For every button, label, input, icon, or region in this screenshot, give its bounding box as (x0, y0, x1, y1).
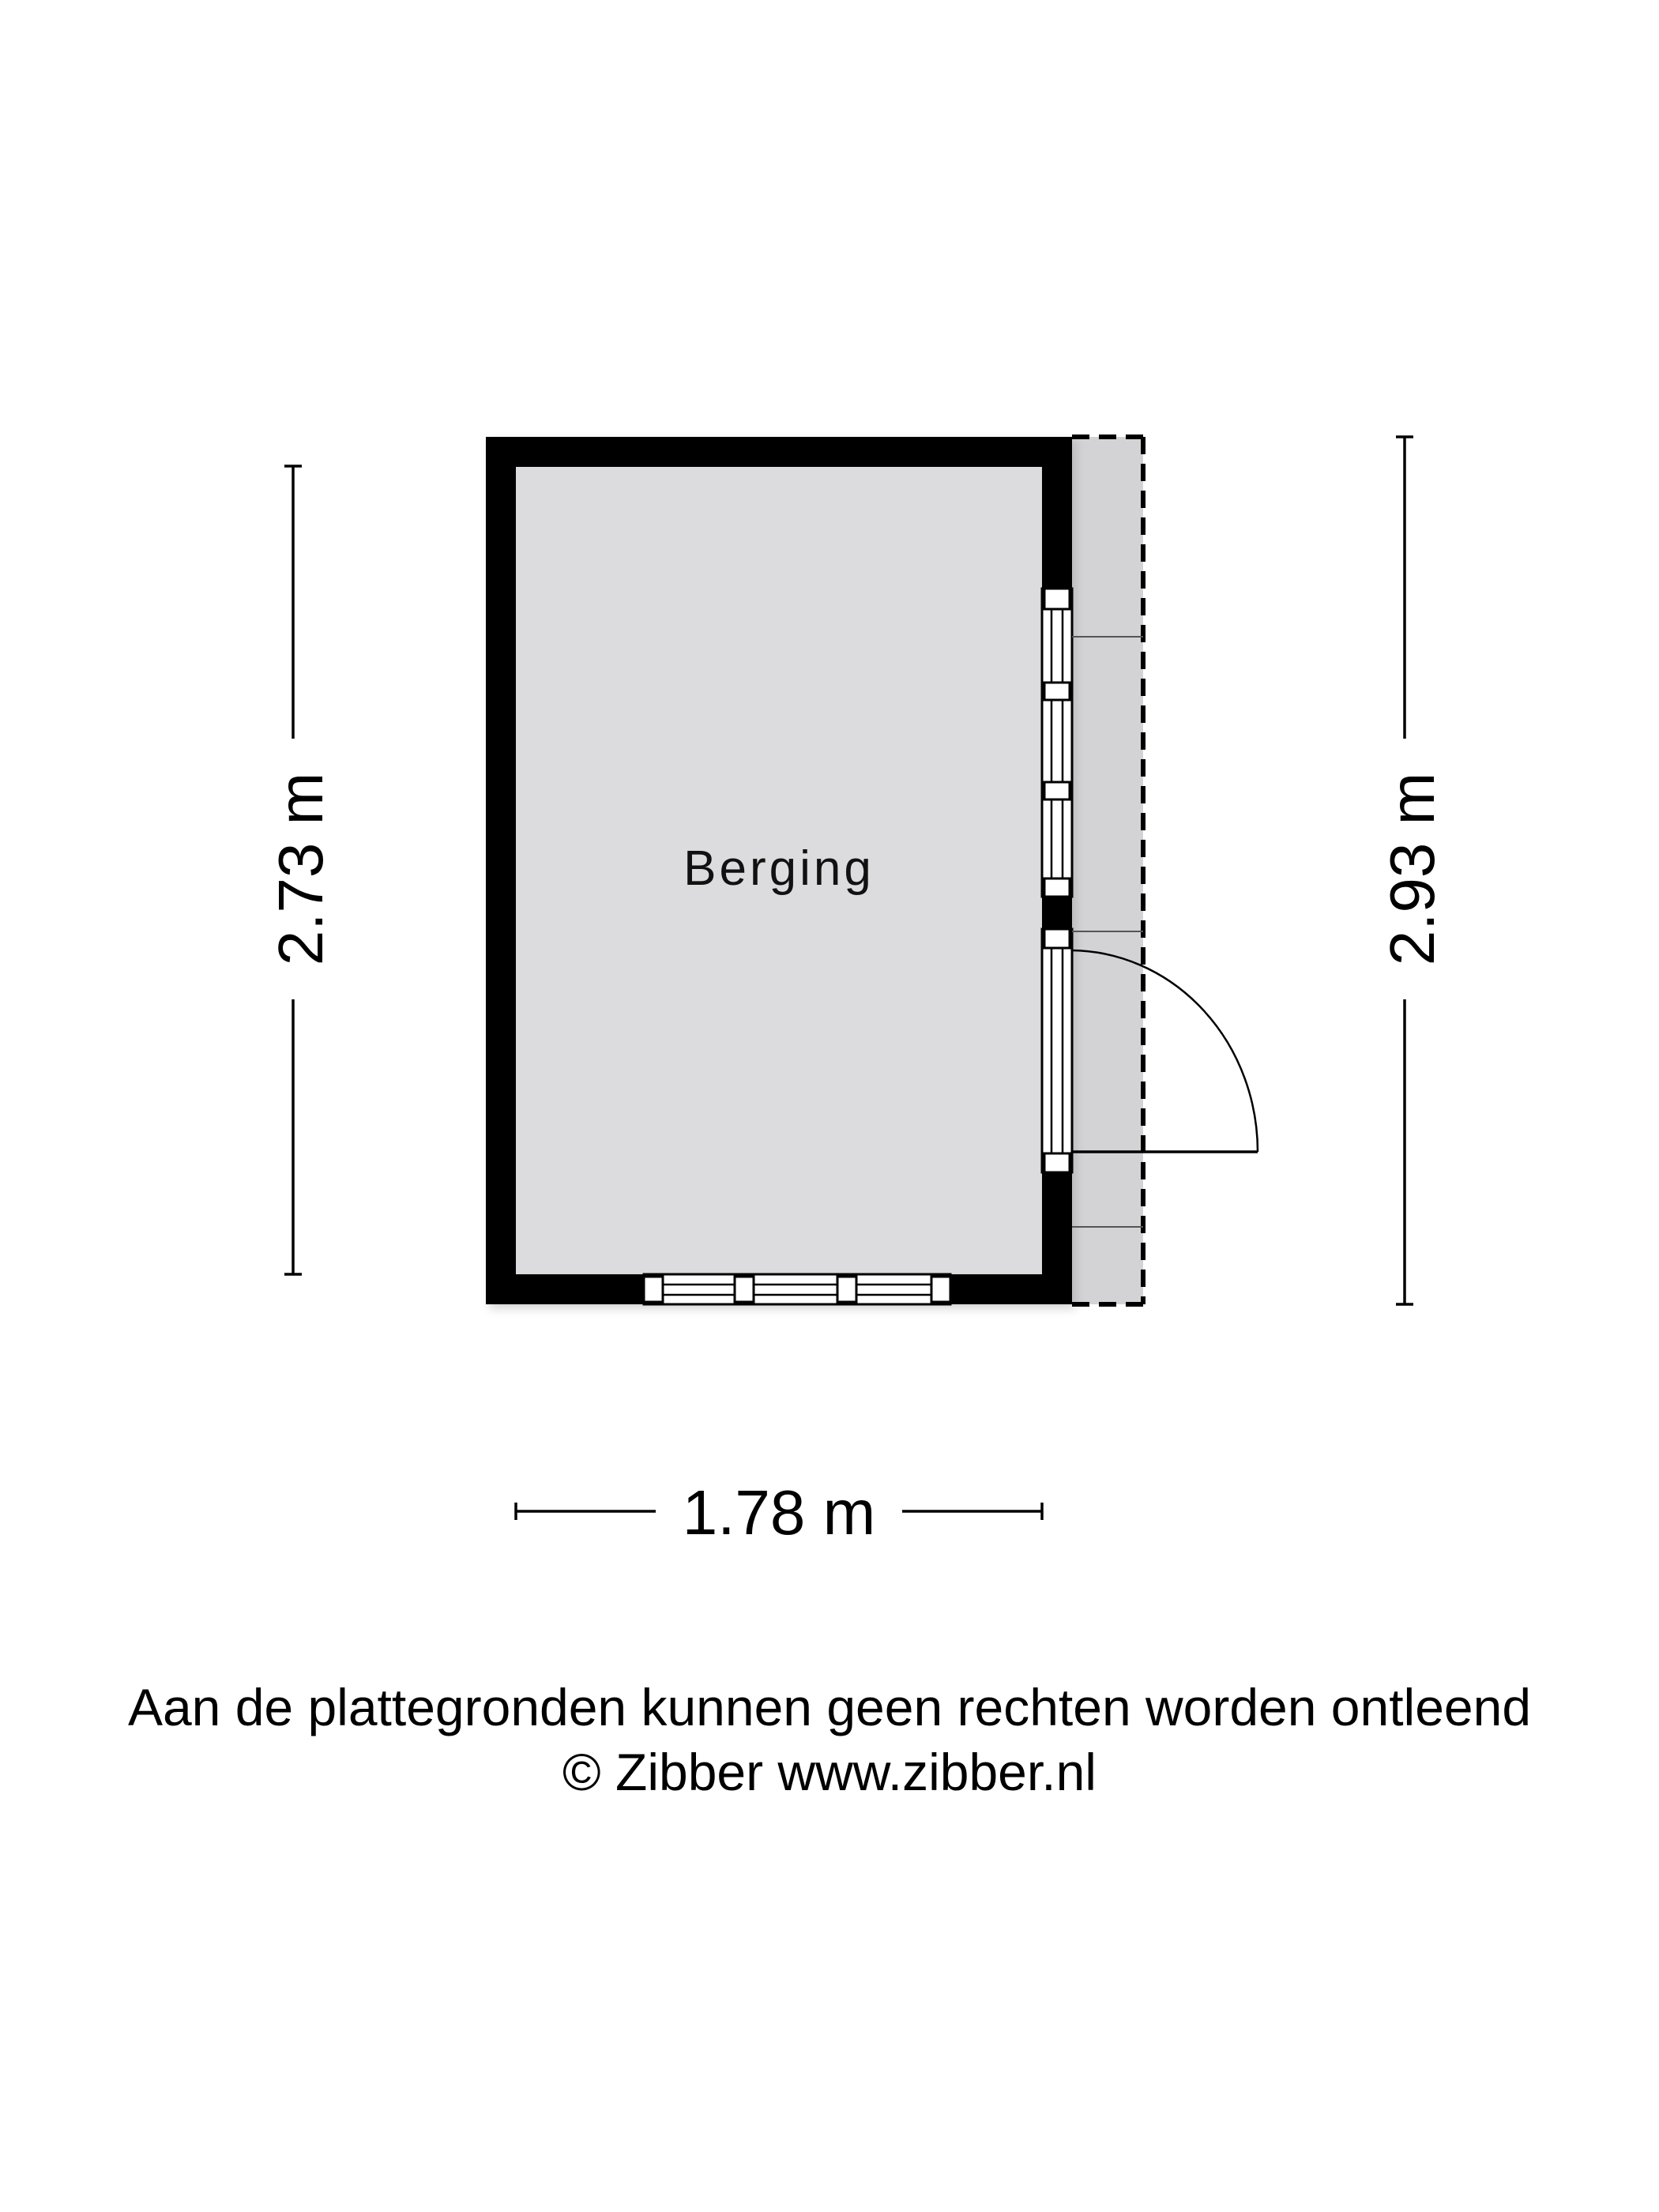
disclaimer-text: Aan de plattegronden kunnen geen rechten… (127, 1678, 1532, 1736)
dimension-bottom-label: 1.78 m (683, 1477, 876, 1548)
door-swing-arc (1071, 949, 1259, 1153)
wall-top (486, 437, 1072, 467)
strip-marker-lines (1072, 636, 1143, 1228)
door-right (1040, 927, 1259, 1174)
dimension-left-label: 2.73 m (265, 773, 336, 966)
window-right (1040, 587, 1074, 898)
wall-right-upper (1042, 437, 1072, 589)
walls (486, 437, 1072, 1304)
window-bottom (642, 1273, 952, 1306)
copyright-text: © Zibber www.zibber.nl (562, 1743, 1097, 1801)
dimension-bottom (514, 1503, 1044, 1520)
dimension-right-label: 2.93 m (1377, 773, 1447, 966)
dimension-left (284, 465, 302, 1276)
room-floor (486, 437, 1072, 1304)
wall-bottom-left (486, 1274, 644, 1304)
covered-strip (1070, 437, 1143, 1304)
wall-right-pier (1042, 897, 1072, 929)
wall-left (486, 437, 516, 1304)
covered-strip-outline (1072, 434, 1146, 1307)
room-label: Berging (683, 841, 875, 896)
dimension-right (1396, 435, 1413, 1306)
wall-right-lower (1042, 1172, 1072, 1304)
